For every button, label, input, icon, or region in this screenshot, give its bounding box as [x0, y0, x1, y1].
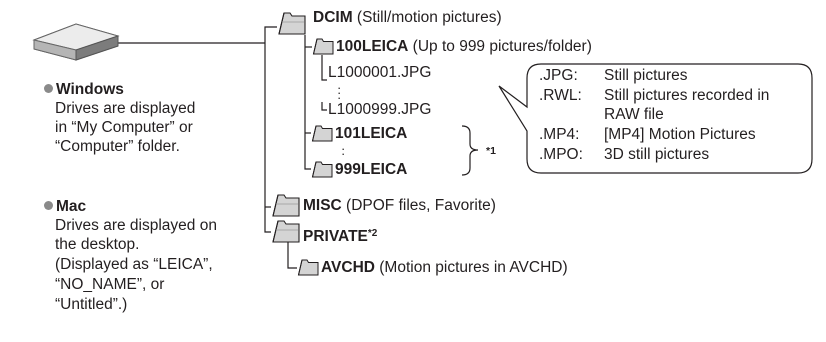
bullet-icon [44, 201, 53, 210]
private-note: *2 [367, 228, 378, 239]
windows-heading-row: Windows [44, 81, 124, 99]
callout-desc-mpo: 3D still pictures [604, 146, 710, 163]
dcim-desc: (Still/motion pictures) [352, 9, 502, 26]
mac-line-2: the desktop. [55, 236, 140, 253]
f101-label: 101LEICA [335, 125, 407, 143]
folder-icon [311, 160, 333, 184]
callout-desc-rwl-2: RAW file [604, 106, 664, 123]
callout-desc-jpg: Still pictures [604, 67, 688, 84]
f101-name: 101LEICA [335, 125, 408, 142]
f100-label: 100LEICA (Up to 999 pictures/folder) [336, 38, 592, 56]
mac-line-5: “Untitled”.) [55, 296, 128, 313]
file-last: L1000999.JPG [328, 101, 432, 118]
callout-ext-mp4: .MP4: [539, 126, 580, 143]
folder-icon [271, 192, 301, 223]
f999-name: 999LEICA [335, 161, 408, 178]
misc-desc: (DPOF files, Favorite) [341, 197, 496, 214]
folder-icon [277, 10, 307, 41]
note-1: *1 [486, 145, 496, 157]
dcim-label: DCIM (Still/motion pictures) [313, 9, 502, 27]
avchd-desc: (Motion pictures in AVCHD) [374, 259, 568, 276]
mac-heading-row: Mac [44, 198, 86, 216]
callout-ext-rwl: .RWL: [539, 87, 582, 104]
misc-name: MISC [303, 197, 342, 214]
folder-icon [311, 124, 333, 148]
f100-name: 100LEICA [336, 38, 409, 55]
bullet-icon [44, 84, 53, 93]
mac-line-4: “NO_NAME”, or [55, 276, 165, 293]
callout-desc-mp4: [MP4] Motion Pictures [604, 126, 756, 143]
vertical-ellipsis: ··· [337, 80, 342, 105]
callout-ext-jpg: .JPG: [539, 67, 578, 84]
misc-label: MISC (DPOF files, Favorite) [303, 197, 496, 215]
windows-heading: Windows [56, 81, 124, 98]
f100-desc: (Up to 999 pictures/folder) [408, 38, 592, 55]
windows-line-2: in “My Computer” or [55, 119, 193, 136]
avchd-name: AVCHD [321, 259, 375, 276]
private-name: PRIVATE [303, 228, 368, 245]
mac-line-3: (Displayed as “LEICA”, [55, 256, 213, 273]
folder-icon [297, 258, 319, 282]
folder-icon [312, 37, 334, 61]
vertical-ellipsis: ·· [341, 141, 346, 161]
file-first: L1000001.JPG [328, 64, 432, 81]
mac-line-1: Drives are displayed on [55, 217, 217, 234]
mac-heading: Mac [56, 198, 87, 215]
callout-ext-mpo: .MPO: [539, 146, 583, 163]
avchd-label: AVCHD (Motion pictures in AVCHD) [321, 259, 568, 277]
private-label: PRIVATE*2 [303, 225, 377, 246]
f999-label: 999LEICA [335, 161, 407, 179]
folder-icon [271, 218, 301, 249]
windows-line-1: Drives are displayed [55, 100, 196, 117]
drive-icon [28, 18, 124, 69]
dcim-name: DCIM [313, 9, 353, 26]
windows-line-3: “Computer” folder. [55, 138, 180, 155]
callout-desc-rwl: Still pictures recorded in [604, 87, 770, 104]
